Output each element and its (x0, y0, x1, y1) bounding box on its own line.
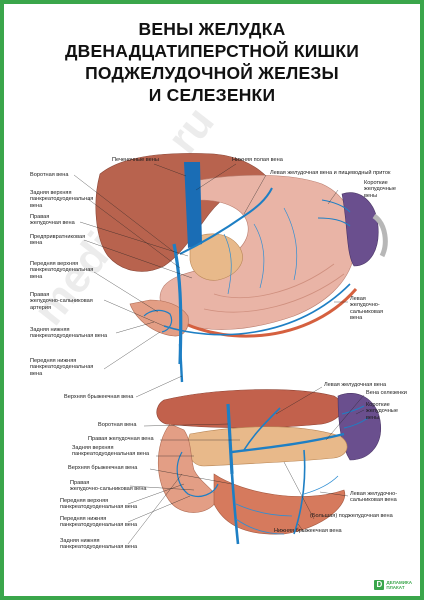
upper-duodenum (129, 299, 189, 337)
label-right-gastroepiploic-lower: Правая желудочно-сальниковая вена (70, 480, 147, 493)
label-post-inf-pd-upper: Задняя нижняя панкреатодуоденальная вена (30, 327, 108, 340)
label-inferior-pancreatic: (Большая) поджелудочная вена (310, 513, 393, 519)
label-hepatic-veins: Печеночные вены (112, 157, 159, 163)
upper-spleen (341, 192, 379, 267)
lower-short-gastric-veins (341, 405, 369, 429)
lower-left-gastric-vein (243, 407, 281, 451)
label-left-gastroepiploic-upper: Левая желудочно- сальниковая вена (350, 296, 383, 322)
label-left-gastric-lower: Левая желудочная вена (324, 382, 387, 388)
label-ant-inf-pd-lower: Передняя нижняя панкреатодуоденальная ве… (60, 516, 138, 529)
label-ant-inf-pd-upper: Передняя нижняя панкреатодуоденальная ве… (30, 358, 94, 377)
label-post-sup-pd-upper: Задняя верхняя панкреатодуоденальная вен… (30, 190, 94, 209)
title-line-1: ВЕНЫ ЖЕЛУДКА (138, 19, 286, 39)
upper-stomach-folds (203, 263, 345, 313)
upper-pancreas (189, 233, 243, 281)
label-prepyloric: Предпривратниковая вена (30, 234, 86, 247)
label-inferior-mesenteric: Нижняя брыжеечная вена (274, 528, 342, 534)
lower-mesenteric-branches (235, 475, 339, 535)
label-left-gastroepiploic-lower: Левая желудочно- сальниковая вена (350, 491, 398, 504)
label-short-gastric-upper: Короткие желудочные вены (364, 180, 396, 199)
upper-leader-lines (73, 163, 348, 398)
poster-title: ВЕНЫ ЖЕЛУДКА ДВЕНАДЦАТИПЕРСТНОЙ КИШКИ ПО… (4, 18, 420, 106)
lower-spleen (337, 392, 381, 461)
label-ant-sup-pd-upper: Передняя верхняя панкреатодуоденальная в… (30, 261, 94, 280)
label-portal-vein-upper: Воротная вена (30, 172, 69, 178)
publisher-logo: D ДЕЛАМИКА ПЛАКАТ (374, 580, 412, 590)
label-short-gastric-lower: Короткие желудочные вены (366, 402, 398, 421)
title-line-4: И СЕЛЕЗЕНКИ (148, 85, 276, 105)
lower-splenic-vein (231, 432, 345, 454)
label-right-gastric-lower: Правая желудочная вена (88, 436, 154, 442)
label-ant-sup-pd-lower: Передняя верхняя панкреатодуоденальная в… (60, 498, 138, 511)
label-post-sup-pd-lower: Задняя верхняя панкреатодуоденальная вен… (72, 445, 150, 458)
label-right-gastroepiploic-artery: Правая желудочно-сальниковая артерия (30, 292, 93, 311)
upper-gastric-branches (223, 207, 298, 295)
lower-superior-mesenteric (230, 473, 240, 545)
label-superior-mesenteric-upper: Верхняя брыжеечная вена (64, 394, 134, 400)
upper-spleen-capsule (372, 213, 388, 258)
label-splenic-vein: Вена селезенки (366, 390, 407, 396)
upper-superior-mesenteric (178, 343, 184, 383)
label-portal-vein-lower: Воротная вена (98, 422, 137, 428)
lower-stomach (156, 389, 343, 429)
lower-mesentery (213, 473, 346, 535)
upper-short-gastric-veins (317, 199, 351, 227)
label-inferior-vena-cava: Нижняя полая вена (232, 157, 283, 163)
title-line-2: ДВЕНАДЦАТИПЕРСТНОЙ КИШКИ (65, 41, 359, 61)
upper-stomach (159, 174, 356, 330)
label-left-gastric-esophageal: Левая желудочная вена и пищеводный прито… (270, 170, 391, 176)
label-post-inf-pd-lower: Задняя нижняя панкреатодуоденальная вена (60, 538, 138, 551)
upper-gastroepiploic-vein (163, 283, 351, 336)
label-right-gastric-upper: Правая желудочная вена (30, 214, 75, 227)
upper-illustration (95, 153, 388, 383)
lower-pancreaticoduodenal-arcade (176, 451, 219, 497)
label-superior-mesenteric-lower: Верхняя брыжеечная вена (68, 465, 138, 471)
lower-illustration (156, 389, 381, 545)
upper-inferior-vena-cava (184, 162, 202, 248)
upper-pancreaticoduodenal-arcade (143, 309, 173, 333)
title-line-3: ПОДЖЕЛУДОЧНОЙ ЖЕЛЕЗЫ (85, 63, 339, 83)
lower-portal-vein (226, 403, 234, 475)
lower-leader-lines (127, 386, 365, 545)
logo-text: ДЕЛАМИКА ПЛАКАТ (386, 580, 412, 590)
lower-inferior-mesenteric (293, 449, 306, 535)
logo-mark-icon: D (374, 580, 385, 590)
anatomy-illustration (73, 153, 388, 545)
upper-left-gastric-vein (179, 187, 273, 255)
